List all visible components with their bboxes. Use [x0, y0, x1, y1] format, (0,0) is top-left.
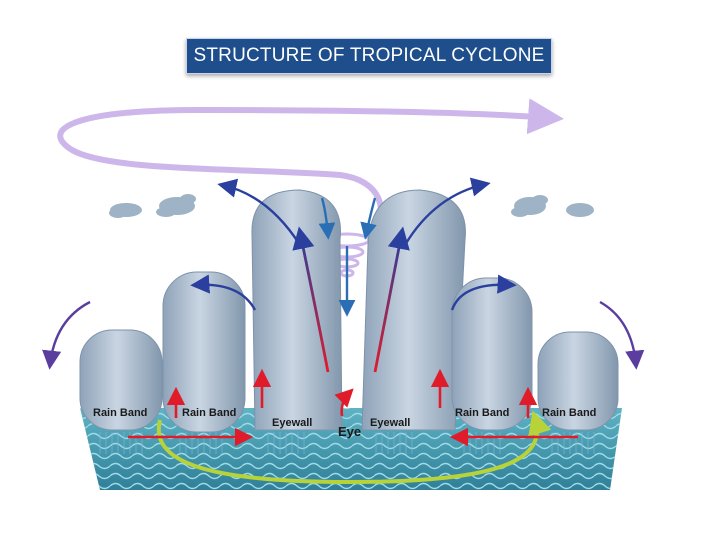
outflow-arrow-right-band	[450, 274, 517, 311]
outflow-arrow-far-left	[42, 300, 91, 370]
cloud-puff-left-2	[156, 194, 196, 217]
label-eyewall-left: Eyewall	[272, 417, 312, 429]
outflow-arrows	[42, 177, 645, 370]
label-rain-band-2: Rain Band	[182, 407, 236, 419]
cloud-tower-rain-band-1	[79, 329, 163, 431]
upper-outflow-loop	[57, 98, 564, 243]
cloud-tower-eyewall-right	[361, 189, 466, 431]
outflow-arrow-left-band	[190, 274, 257, 311]
cloud-tower-eyewall-left	[251, 189, 343, 431]
updraft-arrow-eyewall-right	[373, 226, 410, 373]
cloud-tower-rain-band-4	[537, 331, 619, 431]
eye-downdraft-arrows	[318, 197, 377, 317]
label-rain-band-1: Rain Band	[93, 407, 147, 419]
diagram-title: STRUCTURE OF TROPICAL CYCLONE	[193, 45, 545, 66]
label-eye: Eye	[338, 424, 361, 439]
cloud-puff-left-1	[109, 203, 142, 218]
label-rain-band-3: Rain Band	[455, 407, 509, 419]
upper-cloud-puffs	[109, 194, 594, 218]
updraft-arrow-eyewall-left	[292, 226, 330, 373]
updraft-arrows	[292, 226, 410, 373]
downdraft-arrow-right	[360, 197, 377, 240]
cloud-towers	[79, 189, 619, 433]
surface-circulation-loop	[156, 410, 552, 485]
ocean-surface	[80, 408, 622, 490]
outflow-arrow-far-right	[599, 300, 645, 370]
rising-arrow-eyewall-left	[334, 388, 354, 417]
downdraft-arrow-left	[318, 197, 336, 240]
label-eyewall-right: Eyewall	[370, 417, 410, 429]
inflow-arrows	[128, 368, 578, 447]
outflow-arrow-right-upper	[403, 177, 491, 246]
label-rain-band-4: Rain Band	[542, 407, 596, 419]
cloud-puff-right-2	[566, 203, 594, 217]
cloud-puff-right-1	[511, 195, 548, 217]
cloud-tower-rain-band-3	[451, 277, 533, 431]
title-box: STRUCTURE OF TROPICAL CYCLONE	[186, 38, 552, 74]
